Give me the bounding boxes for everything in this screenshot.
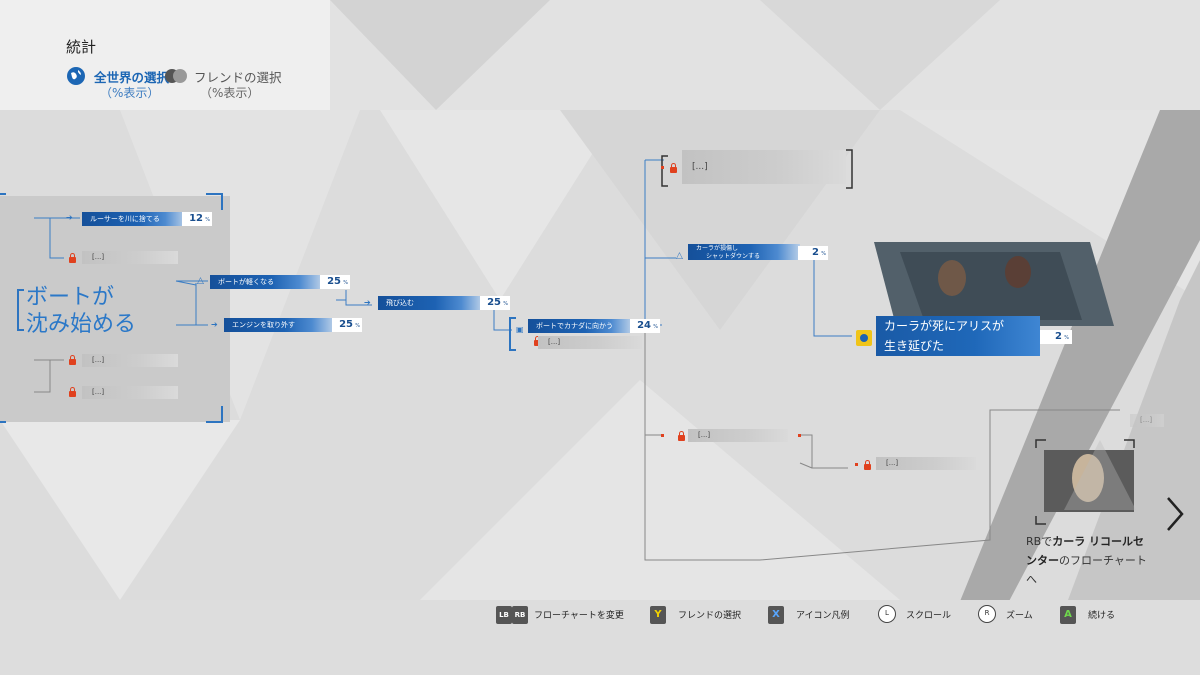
node-percent: 25%	[480, 296, 510, 310]
lb-button-icon[interactable]: LB	[496, 606, 512, 624]
ending-line1: カーラが死にアリスが	[884, 319, 1005, 333]
locked-node[interactable]: [...]	[682, 150, 846, 184]
node-label: 飛び込む	[386, 299, 414, 307]
locked-node[interactable]: [...]	[538, 336, 642, 349]
node-percent: 2%	[798, 246, 828, 260]
control-label-icon-legend: アイコン凡例	[796, 611, 850, 621]
locked-node[interactable]: [...]	[82, 251, 178, 264]
next-flowchart-hint: RBでカーラ リコールセンターのフローチャートへ	[1026, 535, 1147, 586]
node-label: ボートが軽くなる	[218, 278, 274, 286]
y-button-icon[interactable]: Y	[650, 606, 666, 624]
start-title-line2: 沈み始める	[26, 312, 137, 337]
locked-node[interactable]: [...]	[876, 457, 976, 470]
right-stick-icon[interactable]: R	[978, 605, 996, 623]
connector-dot	[661, 166, 664, 169]
arrow-icon: ➔	[211, 320, 218, 329]
locked-node[interactable]: [...]	[688, 429, 788, 442]
triangle-icon: △	[197, 276, 204, 286]
ending-badge-icon	[856, 330, 872, 346]
node-percent: 25%	[320, 275, 350, 289]
node-label: ボートでカナダに向かう	[536, 322, 613, 330]
flow-node-boat-to-canada[interactable]: ボートでカナダに向かう	[528, 319, 632, 333]
ending-percent: 2%	[1040, 330, 1072, 344]
connector-dot	[855, 463, 858, 466]
ending-node[interactable]: カーラが死にアリスが 生き延びた	[876, 316, 1040, 356]
next-chapter-arrow[interactable]	[1164, 494, 1188, 534]
chevron-right-icon	[1167, 497, 1184, 531]
chapter-start-title: ボートが 沈み始める	[26, 284, 136, 338]
globe-icon	[67, 67, 85, 85]
flow-node-boat-lighter[interactable]: ボートが軽くなる	[210, 275, 322, 289]
world-mode-label: 全世界の選択	[94, 70, 170, 85]
control-label-scroll: スクロール	[906, 611, 952, 621]
a-button-icon[interactable]: A	[1060, 606, 1076, 624]
node-label: エンジンを取り外す	[232, 321, 295, 329]
node-percent: 24%	[630, 319, 660, 333]
node-label: ルーサーを川に捨てる	[90, 215, 160, 223]
control-label-change-flowchart: フローチャートを変更	[534, 611, 624, 621]
locked-node[interactable]: [...]	[82, 386, 178, 399]
lock-icon	[69, 253, 76, 263]
control-label-zoom: ズーム	[1006, 611, 1033, 621]
document-icon: ▣	[516, 325, 524, 334]
x-button-icon[interactable]: X	[768, 606, 784, 624]
control-label-continue: 続ける	[1088, 611, 1116, 621]
friends-icon	[165, 69, 187, 83]
page-title: 統計	[66, 38, 97, 56]
node-percent: 25%	[332, 318, 362, 332]
friend-mode-label: フレンドの選択	[194, 70, 282, 85]
arrow-icon: ➔	[364, 298, 371, 307]
connector-dot	[661, 434, 664, 437]
ending-line2: 生き延びた	[884, 339, 945, 353]
friend-mode-sub: （%表示）	[200, 86, 260, 100]
control-label-friends: フレンドの選択	[678, 611, 742, 621]
rb-button-icon[interactable]: RB	[512, 606, 528, 624]
start-title-line1: ボートが	[26, 285, 115, 310]
flow-node-luther[interactable]: ルーサーを川に捨てる	[82, 212, 186, 226]
lock-icon	[670, 163, 677, 173]
flow-node-jump-in[interactable]: 飛び込む	[378, 296, 482, 310]
flow-node-remove-engine[interactable]: エンジンを取り外す	[224, 318, 334, 332]
world-mode-sub: （%表示）	[100, 86, 160, 100]
arrow-icon: ➔	[66, 213, 73, 222]
lock-icon	[69, 387, 76, 397]
triangle-icon: △	[676, 251, 683, 261]
locked-node-faded: [...]	[1130, 414, 1164, 427]
locked-node[interactable]: [...]	[82, 354, 178, 367]
left-stick-icon[interactable]: L	[878, 605, 896, 623]
flow-node-kara-damaged[interactable]: カーラが損傷し シャットダウンする	[688, 244, 800, 260]
node-percent: 12%	[182, 212, 212, 226]
lock-icon	[864, 460, 871, 470]
node-label-line2: シャットダウンする	[706, 253, 761, 260]
lock-icon	[678, 431, 685, 441]
node-label-line1: カーラが損傷し	[696, 245, 739, 252]
connector-dot	[798, 434, 801, 437]
lock-icon	[69, 355, 76, 365]
